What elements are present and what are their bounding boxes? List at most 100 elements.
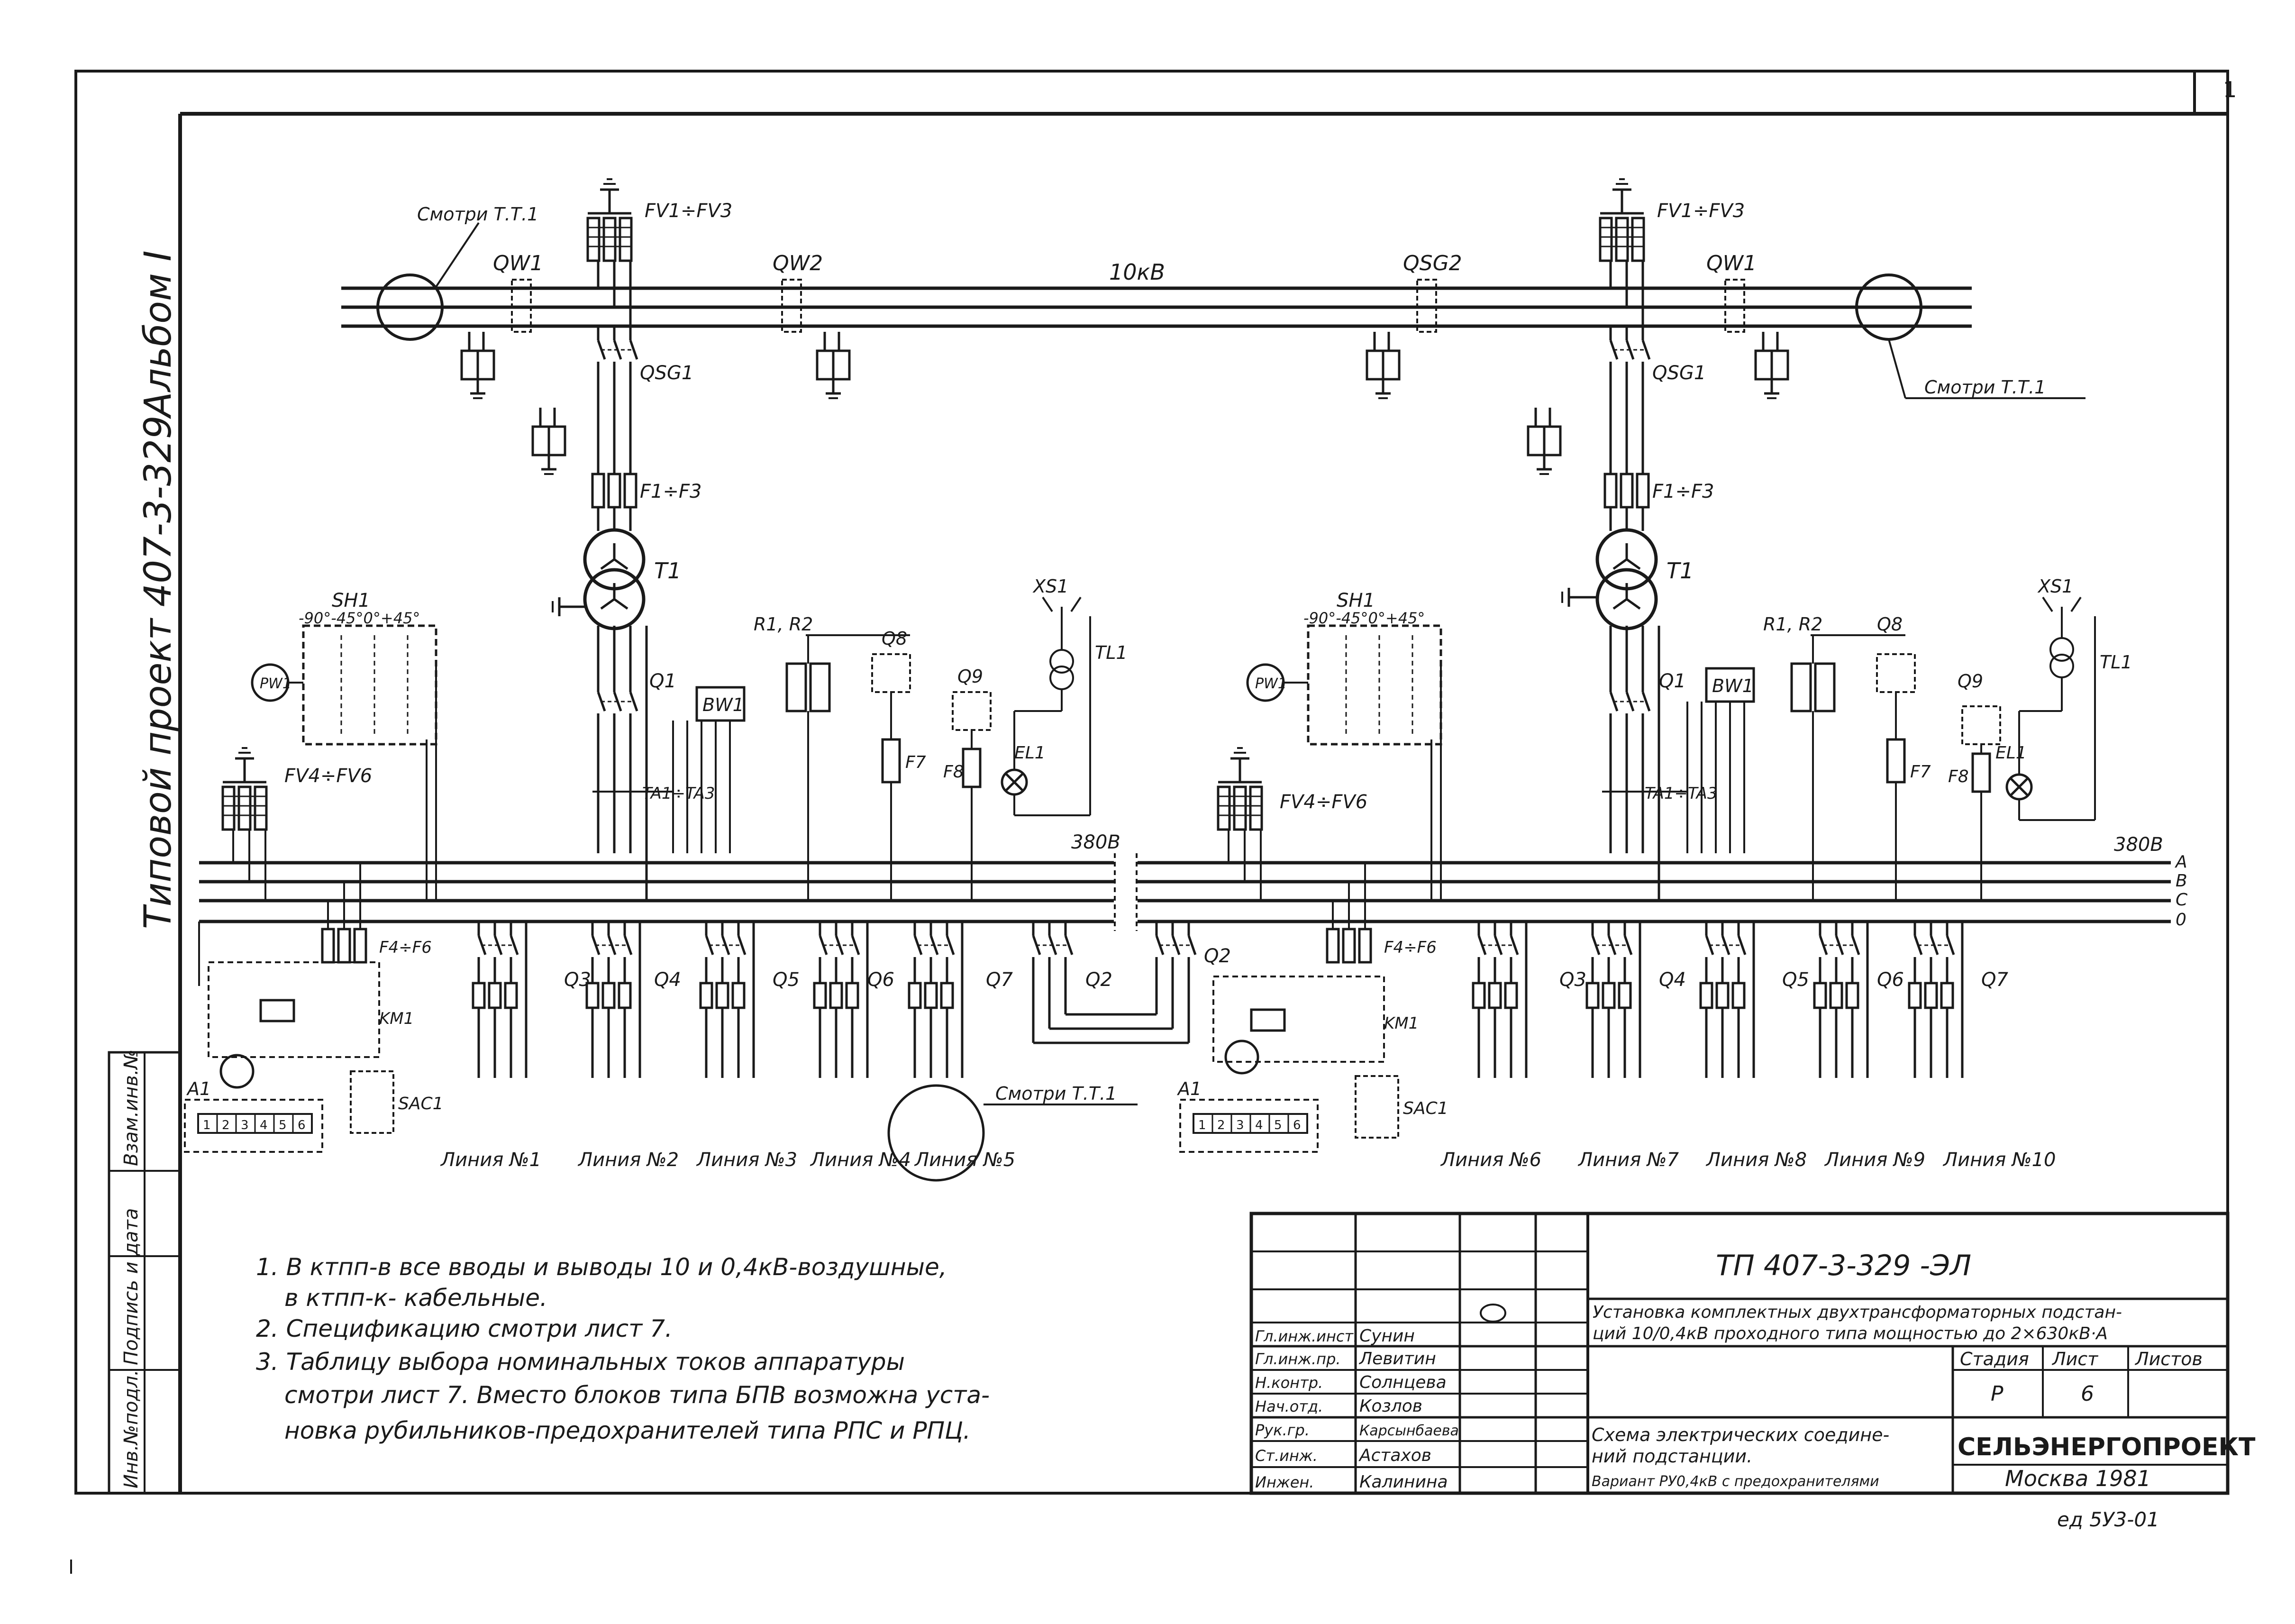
svg-text:6: 6: [1293, 1118, 1301, 1132]
qsg2: [1367, 279, 1437, 398]
bus-380v-label: 380В: [1071, 831, 1120, 853]
pw1-right-label: PW1: [1255, 675, 1287, 692]
see-tt1-label-right: Смотри Т.Т.1: [1924, 377, 2046, 398]
order-number: ед 5У3-01: [2057, 1508, 2159, 1531]
svg-text:2: 2: [222, 1118, 230, 1132]
switch-q7-right: Q7: [1981, 969, 2008, 991]
city-year: Москва 1981: [2005, 1466, 2151, 1491]
drawing-code: ТП 407-3-329 -ЭЛ: [1716, 1249, 1971, 1282]
signer-name-5: Карсынбаева: [1359, 1423, 1459, 1439]
switch-q4-right: Q4: [1659, 969, 1686, 991]
switch-q6-left: Q6: [867, 969, 894, 991]
ta-right-label: TA1÷TA3: [1645, 784, 1718, 803]
signer-role-7: Инжен.: [1255, 1473, 1314, 1491]
qsg1-right-label: QSG1: [1652, 362, 1706, 384]
note-3a: 3. Таблицу выбора номинальных токов аппа…: [256, 1348, 905, 1376]
bus-10kv: [341, 286, 1972, 328]
svg-text:3: 3: [241, 1118, 249, 1132]
signer-name-6: Астахов: [1358, 1446, 1431, 1465]
svg-text:4: 4: [1255, 1118, 1263, 1132]
stamp-inv-label: Инв.№подл.: [120, 1369, 142, 1488]
fv46-right: [1218, 748, 1262, 830]
signer-name-4: Козлов: [1359, 1396, 1422, 1416]
feeders-left: [473, 921, 962, 1078]
switch-q4-left: Q4: [654, 969, 681, 991]
svg-text:3: 3: [1236, 1118, 1244, 1132]
qw1-left-label: QW1: [493, 251, 543, 275]
svg-text:4: 4: [260, 1118, 268, 1132]
note-3b: смотри лист 7. Вместо блоков типа БПВ во…: [284, 1381, 990, 1409]
drawing-name-line2: ний подстанции.: [1592, 1446, 1752, 1467]
qsg2-label: QSG2: [1403, 251, 1462, 275]
project-title: Типовой проект 407-3-329: [137, 416, 180, 929]
km1-left-label: KM1: [379, 1009, 414, 1028]
qw2: [781, 279, 849, 398]
signer-role-6: Ст.инж.: [1255, 1447, 1318, 1465]
qsg1-left-label: QSG1: [640, 362, 693, 384]
sh1-left-angles: -90°-45°0°+45°: [299, 609, 420, 627]
switch-q6-right: Q6: [1877, 969, 1904, 991]
signer-role-5: Рук.гр.: [1255, 1421, 1310, 1439]
project-title-line2: ций 10/0,4кВ проходного типа мощностью д…: [1593, 1324, 2108, 1343]
sh1-right-label: SH1: [1337, 590, 1375, 611]
sac1-right-label: SAC1: [1403, 1099, 1448, 1118]
switch-q3-left: Q3: [564, 969, 591, 991]
el1-right-label: EL1: [1995, 743, 2027, 763]
sh1-panel-right: [1246, 624, 1442, 901]
a1-right-label: A1: [1176, 1078, 1202, 1099]
pw1-left-label: PW1: [260, 675, 291, 692]
fv13-right-label: FV1÷FV3: [1657, 200, 1745, 222]
line-label-1: Линия №1: [440, 1149, 541, 1171]
km1-right-label: KM1: [1384, 1014, 1419, 1033]
notes: 1. В ктпп-в все вводы и выводы 10 и 0,4к…: [256, 1253, 990, 1444]
line-label-5: Линия №5: [914, 1149, 1015, 1171]
a1-pins-left: 1 2 3 4 5 6: [203, 1118, 306, 1132]
project-title-line1: Установка комплектных двухтрансформаторн…: [1593, 1303, 2122, 1322]
t1-right-label: T1: [1667, 558, 1694, 584]
organization-name: СЕЛЬЭНЕРГОПРОЕКТ: [1958, 1433, 2256, 1461]
sac1-left-label: SAC1: [398, 1094, 444, 1113]
q9-left-label: Q9: [957, 666, 983, 687]
t1-left-label: T1: [654, 558, 681, 584]
sh1-panel-left: [251, 624, 437, 901]
switch-q5-right: Q5: [1782, 969, 1809, 991]
sheets-header: Листов: [2134, 1349, 2203, 1369]
xs1-right-label: XS1: [2037, 576, 2073, 597]
note-3c: новка рубильников-предохранителей типа Р…: [284, 1417, 971, 1444]
r12-left-label: R1, R2: [754, 614, 813, 635]
signer-name-1: Сунин: [1359, 1326, 1415, 1346]
switch-q7-left: Q7: [986, 969, 1013, 991]
sheet-value: 6: [2081, 1382, 2094, 1406]
a1-left-label: A1: [186, 1078, 211, 1099]
signer-role-4: Нач.отд.: [1255, 1397, 1323, 1415]
line-label-4: Линия №4: [810, 1149, 911, 1171]
see-tt1-circle-bottom: [887, 1084, 985, 1182]
stamp-vzam-label: Взам.инв.№: [120, 1049, 142, 1166]
drawing-name-line1: Схема электрических соедине-: [1592, 1424, 1889, 1445]
control-left: [184, 863, 394, 1153]
phase-a-label: A: [2175, 852, 2187, 872]
ta-left-label: TA1÷TA3: [642, 784, 715, 803]
line-label-3: Линия №3: [696, 1149, 797, 1171]
r12-right-label: R1, R2: [1763, 614, 1822, 635]
note-2: 2. Спецификацию смотри лист 7.: [256, 1315, 673, 1342]
qw1-right: [1724, 279, 1788, 398]
see-tt1-label-left: Смотри Т.Т.1: [417, 204, 538, 225]
svg-text:1: 1: [203, 1118, 211, 1132]
fv46-left: [223, 748, 266, 830]
transformer-bay-left: [533, 179, 746, 901]
phase-0-label: 0: [2176, 910, 2186, 930]
f13-right-label: F1÷F3: [1652, 481, 1714, 502]
f46-left-label: F4÷F6: [379, 938, 432, 957]
line-label-9: Линия №9: [1824, 1149, 1925, 1171]
f46-right-label: F4÷F6: [1384, 938, 1437, 957]
album-title: Альбом I: [137, 250, 180, 420]
line-label-10: Линия №10: [1942, 1149, 2056, 1171]
phase-b-label: B: [2176, 871, 2187, 891]
qw2-label: QW2: [773, 251, 823, 275]
line-label-6: Линия №6: [1440, 1149, 1541, 1171]
svg-text:1: 1: [1198, 1118, 1206, 1132]
f7-right-label: F7: [1910, 762, 1931, 782]
switch-q2-left: Q2: [1085, 969, 1112, 991]
